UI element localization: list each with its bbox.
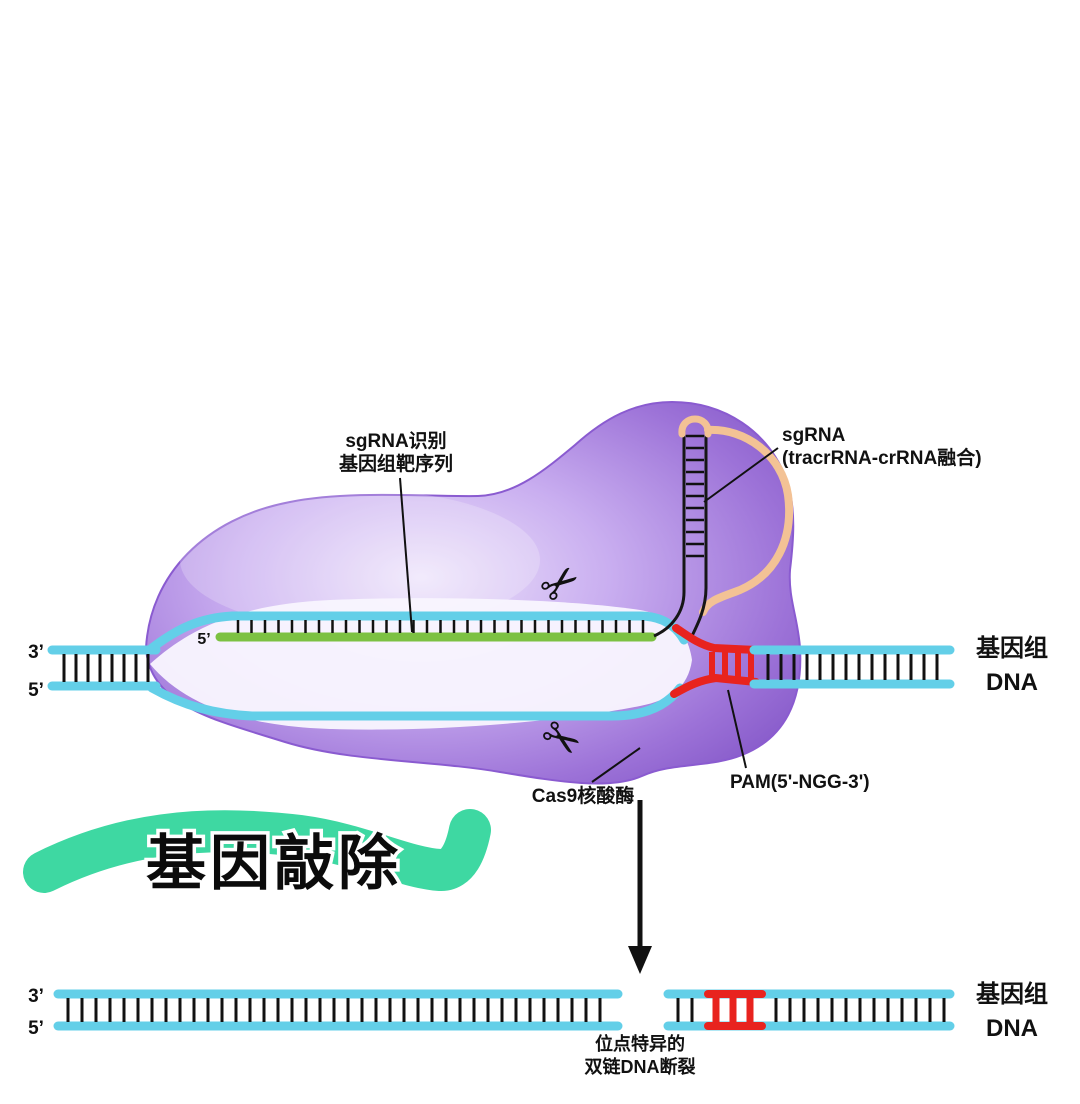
hairpin-stem-left — [653, 428, 686, 638]
hairpin-rungs — [686, 434, 704, 558]
label-5prime-top: 5’ — [28, 680, 44, 701]
pointer-line-cas9 — [591, 747, 641, 783]
label-genome-top-line1: 基因组 — [976, 635, 1048, 662]
rloop-channel — [150, 598, 692, 730]
pam-rungs — [709, 652, 754, 678]
label-sgrna-target-line2: 基因组靶序列 — [338, 452, 453, 475]
label-genome-top-line2: DNA — [986, 669, 1038, 696]
label-sgrna-line2: (tracrRNA-crRNA融合) — [782, 446, 982, 469]
label-sgrna-5prime: 5’ — [197, 631, 210, 648]
base-pair-ticks — [66, 998, 602, 1022]
pointer-line-pam — [727, 689, 747, 769]
cas9-highlight — [180, 490, 540, 630]
label-3prime-bottom: 3’ — [28, 986, 44, 1007]
label-pam: PAM(5'-NGG-3') — [730, 772, 870, 793]
base-pair-ticks — [766, 654, 939, 680]
base-pair-ticks-rloop — [236, 620, 645, 633]
pointer-line-sgrna-target — [399, 477, 413, 633]
pointer-line-sgrna — [703, 447, 779, 503]
label-genome-bottom-line2: DNA — [986, 1015, 1038, 1042]
pam-strand-lower — [670, 673, 760, 698]
label-cas9: Cas9核酸酶 — [532, 784, 634, 807]
label-genome-bottom-line1: 基因组 — [976, 981, 1048, 1008]
label-sgrna-target-line1: sgRNA识别 — [345, 430, 446, 452]
genomic-dna-left — [47, 645, 161, 691]
label-dsb-note-line1: 位点特异的 — [595, 1033, 685, 1054]
pam-strand-upper — [672, 624, 760, 654]
base-pair-ticks — [676, 998, 946, 1022]
knockout-title: 基因敲除 — [146, 830, 402, 897]
result-arrow-head — [628, 946, 652, 974]
base-pair-ticks — [62, 654, 150, 682]
knockout-highlight-brush — [23, 809, 491, 893]
cut-dna-right-fragment — [663, 989, 955, 1031]
dsb-red-rungs — [712, 990, 754, 1030]
genomic-dna-right — [749, 645, 955, 689]
label-3prime-top: 3’ — [28, 642, 44, 663]
label-sgrna-line1: sgRNA — [782, 425, 846, 446]
tracrrna-loop — [699, 425, 793, 616]
label-dsb-note-line2: 双链DNA断裂 — [585, 1056, 696, 1077]
cut-dna-left-fragment — [53, 989, 623, 1031]
dna-strand-bottom-loop — [147, 683, 685, 721]
hairpin-cap — [678, 415, 712, 438]
label-5prime-bottom: 5’ — [28, 1018, 44, 1039]
